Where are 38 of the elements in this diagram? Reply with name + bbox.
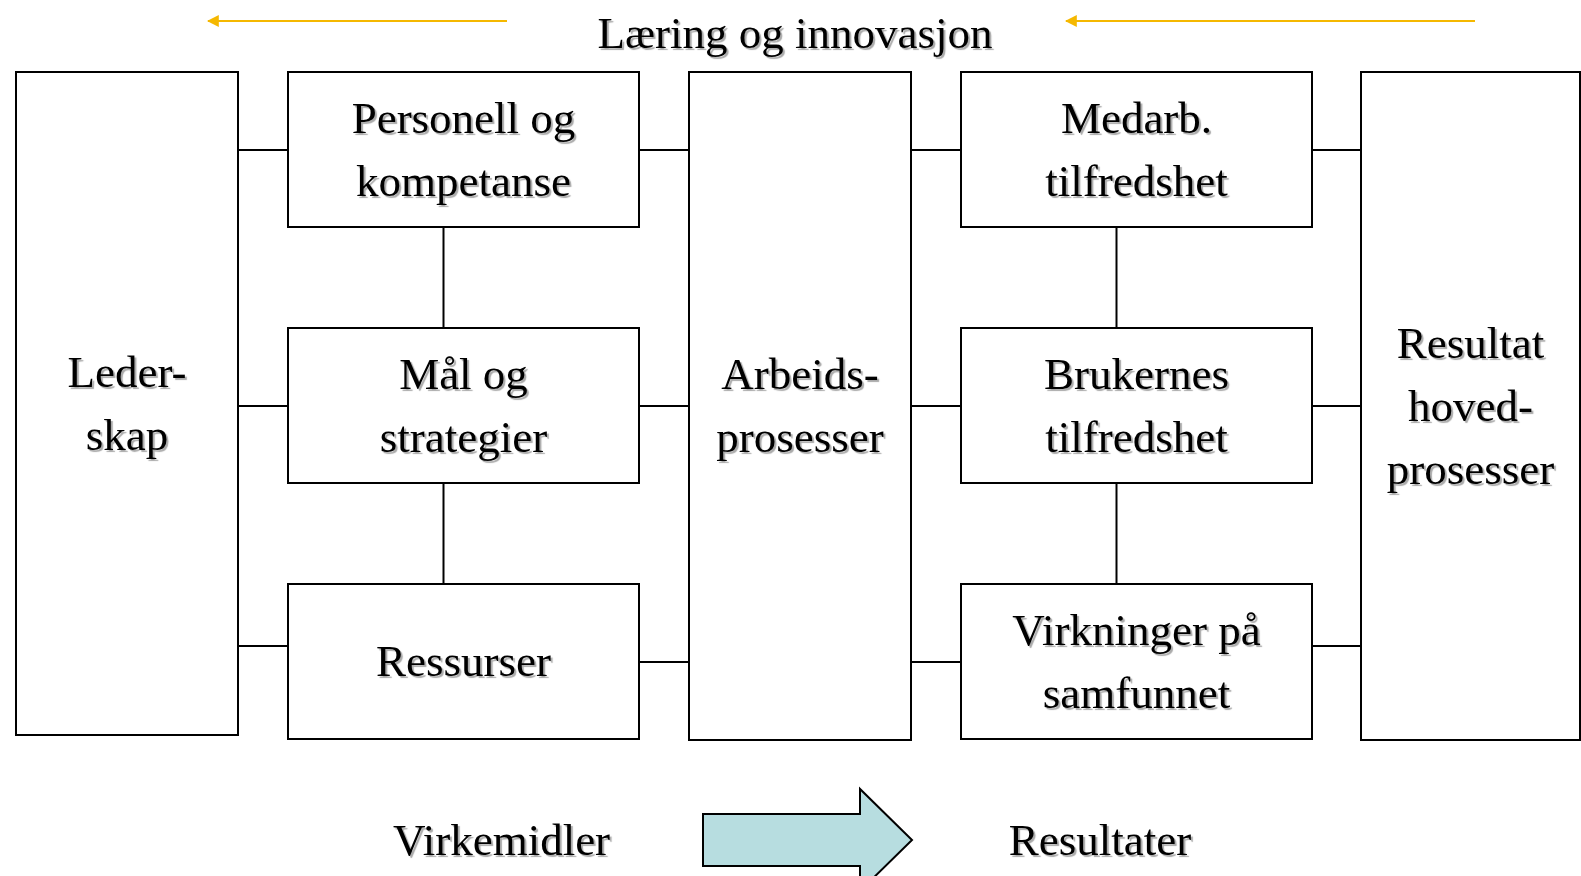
connector-line bbox=[238, 405, 288, 407]
box-label: Brukernes tilfredshet bbox=[1043, 347, 1230, 464]
box-label: Resultat hoved-prosesser bbox=[1385, 316, 1556, 496]
box-label: Mål og strategier bbox=[378, 347, 549, 464]
heading: Læring og innovasjon bbox=[596, 7, 994, 60]
box-label: Ressurser bbox=[375, 635, 552, 688]
process-box bbox=[960, 71, 1313, 228]
connector-line bbox=[442, 227, 445, 328]
connector-line bbox=[238, 645, 288, 647]
connector-line bbox=[911, 661, 961, 663]
connector-line bbox=[1115, 227, 1118, 328]
column-box bbox=[1360, 71, 1581, 741]
connector-line bbox=[1115, 483, 1118, 584]
connector-line bbox=[238, 149, 288, 151]
block-arrow bbox=[702, 786, 914, 876]
section-label: Virkemidler bbox=[300, 795, 703, 876]
box-label: Leder-skap bbox=[66, 345, 188, 462]
column-box bbox=[15, 71, 239, 736]
connector-line bbox=[1312, 405, 1361, 407]
process-box bbox=[960, 327, 1313, 484]
box-label: Arbeids-prosesser bbox=[715, 348, 885, 464]
connector-line bbox=[1312, 645, 1361, 647]
process-box bbox=[287, 583, 640, 740]
process-box bbox=[960, 583, 1313, 740]
connector-line bbox=[911, 405, 961, 407]
connector-line bbox=[639, 405, 689, 407]
connector-line bbox=[1312, 149, 1361, 151]
process-box bbox=[287, 71, 640, 228]
connector-line bbox=[442, 483, 445, 584]
box-label: Personell og kompetanse bbox=[350, 91, 577, 208]
connector-line bbox=[639, 149, 689, 151]
connector-line bbox=[639, 661, 689, 663]
box-label: Medarb. tilfredshet bbox=[1044, 91, 1229, 208]
column-box bbox=[688, 71, 912, 741]
connector-line bbox=[911, 149, 961, 151]
box-label: Virkninger på samfunnet bbox=[1011, 603, 1262, 720]
section-label: Resultater bbox=[912, 795, 1288, 876]
process-box bbox=[287, 327, 640, 484]
